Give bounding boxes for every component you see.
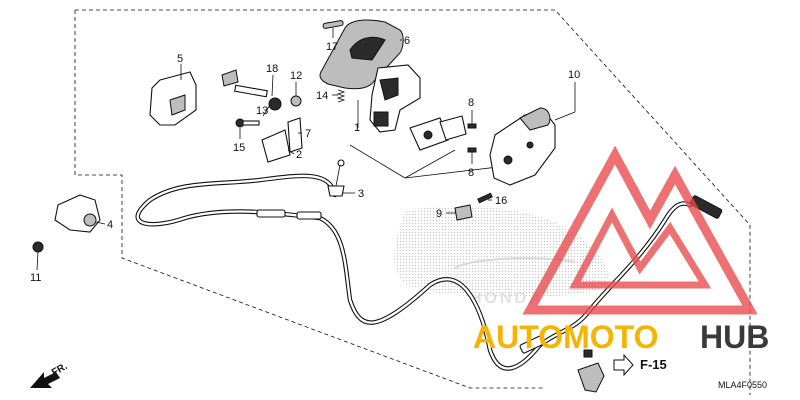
part-2-solenoid [261,129,291,163]
callout-12: 12 [290,70,302,82]
callout-5: 5 [177,53,183,65]
front-label: FR. [50,361,70,379]
part-15-bolt [235,118,260,128]
leader-lines [36,28,576,271]
part-4-bracket [54,194,101,233]
diagram-code: MLA4F0550 [718,380,767,390]
callout-13: 13 [256,105,268,117]
part-8-screw-bottom [467,147,477,153]
front-direction-arrow-icon [30,372,60,388]
callout-6: 6 [404,35,410,47]
part-18-bolt [221,69,268,98]
part-13-washer [268,97,282,111]
f15-reference-parts [577,349,634,393]
part-7-plate [287,117,303,153]
part-12-washer [290,95,302,107]
callout-1: 1 [354,122,360,134]
honda-logo-text: HONDA [470,290,544,307]
part-16-bolt [477,192,493,204]
callout-11: 11 [30,272,41,284]
callout-9: 9 [436,208,442,220]
part-8-screw-top [467,123,477,129]
callout-18: 18 [266,63,278,75]
watermark-text-part1: AUTOMOTO [473,319,658,355]
part-14-spring [336,89,346,103]
callout-10: 10 [568,69,580,81]
watermark-text-part2: HUB [700,319,769,355]
part-11-bolt [32,241,44,253]
clip-plate [439,115,467,141]
callout-2: 2 [296,149,302,161]
callout-7: 7 [305,128,311,140]
callout-16: 16 [495,195,507,207]
callout-8-top: 8 [468,97,474,109]
callout-15: 15 [233,142,245,154]
part-17-pin [322,20,344,29]
automotohub-watermark: AUTOMOTO HUB [473,145,769,355]
watermark-logo-icon [522,145,758,315]
callout-8-bottom: 8 [468,167,474,179]
reference-label: F-15 [640,357,667,372]
exploded-guide [349,144,516,179]
callout-4: 4 [107,219,113,231]
part-9-clip [454,204,473,221]
honda-wing-logo: HONDA [394,206,609,307]
callout-17: 17 [326,41,338,53]
callout-14: 14 [316,90,328,102]
callout-3: 3 [358,188,364,200]
reference-arrow-icon [613,353,634,377]
callout-labels: 5 17 6 18 12 14 13 1 7 15 2 8 8 3 10 4 1… [30,35,580,284]
